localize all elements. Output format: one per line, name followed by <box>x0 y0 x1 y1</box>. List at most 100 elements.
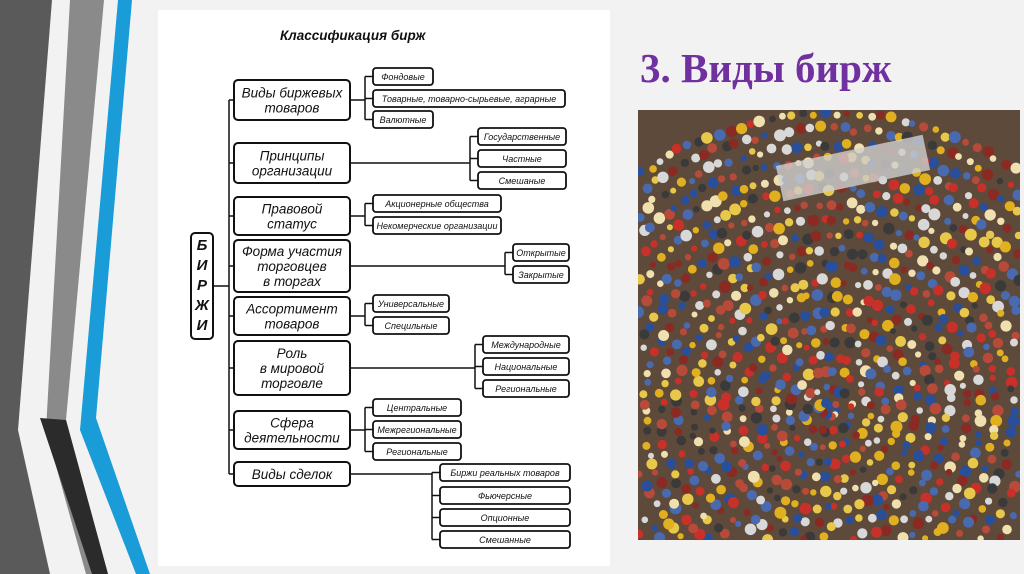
leaf-label: Смешанные <box>479 535 531 545</box>
category-label: в мировой <box>260 361 325 376</box>
category-label: торговле <box>261 376 323 391</box>
category-label: Принципы <box>260 149 325 164</box>
root-letter: Ж <box>194 297 210 314</box>
leaf-box <box>512 265 570 284</box>
category-label: торговцев <box>257 259 326 274</box>
diagram-title: Классификация бирж <box>280 28 427 43</box>
category-label: Сфера <box>270 416 314 431</box>
leaf-node: Международные <box>475 335 570 354</box>
leaf-node: Региональные <box>365 442 462 461</box>
leaf-box <box>372 67 434 86</box>
leaf-label: Фьючерсные <box>478 491 532 501</box>
leaf-node: Акционерные общества <box>365 194 502 213</box>
leaf-node: Открытые <box>505 243 570 262</box>
leaf-label: Региональные <box>386 447 448 457</box>
leaf-label: Государственные <box>484 132 560 142</box>
leaf-box <box>372 294 450 313</box>
leaf-label: Товарные, товарно-сырьевые, аграрные <box>382 94 556 104</box>
leaf-node: Некомерческие организации <box>365 216 502 235</box>
leaf-node: Смешаные <box>470 171 567 190</box>
leaf-node: Валютные <box>365 110 434 129</box>
leaf-label: Биржи реальных товаров <box>450 468 560 478</box>
leaf-box <box>482 379 570 398</box>
root-letter: Р <box>197 277 208 294</box>
root-letter: И <box>197 317 209 334</box>
leaf-label: Межрегиональные <box>377 425 456 435</box>
category-label: деятельности <box>244 431 340 446</box>
dark-stripe <box>0 0 52 574</box>
leaf-box <box>482 357 570 376</box>
leaf-box <box>439 508 571 527</box>
category-label: товаров <box>265 101 320 116</box>
leaf-label: Акционерные общества <box>384 199 489 209</box>
leaf-node: Закрытые <box>505 265 570 284</box>
root-letter: Б <box>197 237 208 254</box>
category-label: организации <box>252 164 333 179</box>
leaf-node: Специльные <box>365 316 450 335</box>
leaf-box <box>372 194 502 213</box>
leaf-node: Центральные <box>365 398 462 417</box>
leaf-node: Опционные <box>432 508 571 527</box>
category-label: Форма участия <box>242 244 342 259</box>
leaf-label: Региональные <box>495 384 557 394</box>
leaf-box <box>477 127 567 146</box>
leaf-box <box>477 171 567 190</box>
category-node: Виды сделок Биржи реальных товаровФьючерс… <box>229 461 571 549</box>
leaf-box <box>512 243 570 262</box>
dark-accent-stripe <box>40 418 108 574</box>
category-label: статус <box>267 217 317 232</box>
leaf-box <box>372 442 462 461</box>
leaf-label: Универсальные <box>377 299 444 309</box>
leaf-node: Национальные <box>475 357 570 376</box>
leaf-label: Открытые <box>516 248 566 258</box>
leaf-box <box>439 486 571 505</box>
leaf-box <box>372 110 434 129</box>
leaf-node: Межрегиональные <box>365 420 462 439</box>
category-label: Виды сделок <box>252 467 333 482</box>
category-label: Правовой <box>262 202 323 217</box>
leaf-box <box>372 89 566 108</box>
leaf-label: Некомерческие организации <box>377 221 498 231</box>
leaf-node: Государственные <box>470 127 567 146</box>
leaf-label: Международные <box>491 340 561 350</box>
leaf-node: Биржи реальных товаров <box>432 463 571 482</box>
leaf-box <box>477 149 567 168</box>
leaf-node: Фьючерсные <box>432 486 571 505</box>
leaf-node: Универсальные <box>365 294 450 313</box>
leaf-box <box>439 463 571 482</box>
category-label: Роль <box>277 346 308 361</box>
blue-stripe <box>80 0 150 574</box>
category-label: товаров <box>265 317 320 332</box>
category-label: в торгах <box>263 274 322 289</box>
leaf-node: Частные <box>470 149 567 168</box>
leaf-node: Товарные, товарно-сырьевые, аграрные <box>365 89 566 108</box>
slide-title: 3. Виды бирж <box>640 45 892 91</box>
leaf-node: Региональные <box>475 379 570 398</box>
leaf-box <box>372 398 462 417</box>
leaf-label: Специльные <box>385 321 438 331</box>
leaf-label: Частные <box>502 154 542 164</box>
category-label: Виды биржевых <box>242 86 344 101</box>
leaf-box <box>372 316 450 335</box>
leaf-node: Смешанные <box>432 530 571 549</box>
leaf-node: Фондовые <box>365 67 434 86</box>
trading-floor-photo <box>638 110 1020 540</box>
leaf-box <box>372 216 502 235</box>
leaf-box <box>482 335 570 354</box>
category-node: АссортименттоваровУниверсальныеСпецильны… <box>229 294 450 336</box>
leaf-label: Валютные <box>380 115 427 125</box>
leaf-label: Опционные <box>481 513 530 523</box>
root-letter: И <box>197 257 209 274</box>
leaf-box <box>439 530 571 549</box>
leaf-label: Национальные <box>495 362 558 372</box>
